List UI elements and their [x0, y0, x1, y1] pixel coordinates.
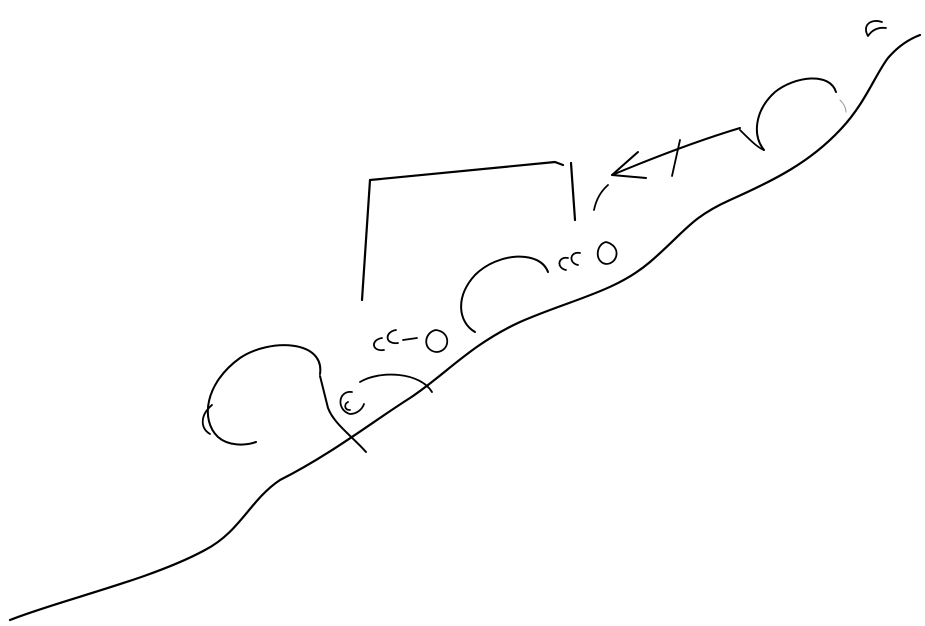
- curl-top-right: [865, 20, 887, 37]
- bracket: [360, 160, 565, 302]
- curl-base: [339, 391, 365, 415]
- arrow-tail-curve: [593, 184, 609, 211]
- arrow-tick: [671, 139, 681, 177]
- base-hook: [359, 373, 433, 393]
- ground-line: [8, 33, 922, 622]
- curl-cluster-lower: [373, 329, 399, 352]
- circle-upper: [596, 241, 618, 265]
- arrow-head: [611, 151, 647, 179]
- loop-left: [206, 344, 322, 446]
- loop-middle: [460, 255, 549, 333]
- faint-mark: [839, 99, 847, 113]
- circle-lower: [425, 329, 449, 353]
- loop-right: [756, 77, 837, 151]
- loop-left-small: [201, 404, 213, 435]
- post-mark: [319, 375, 367, 453]
- bracket-right-leg: [569, 161, 577, 222]
- curl-cluster-upper: [558, 251, 581, 271]
- dash-lower: [402, 337, 418, 341]
- loop-right-trail: [739, 129, 765, 151]
- arrow-shaft: [611, 127, 741, 176]
